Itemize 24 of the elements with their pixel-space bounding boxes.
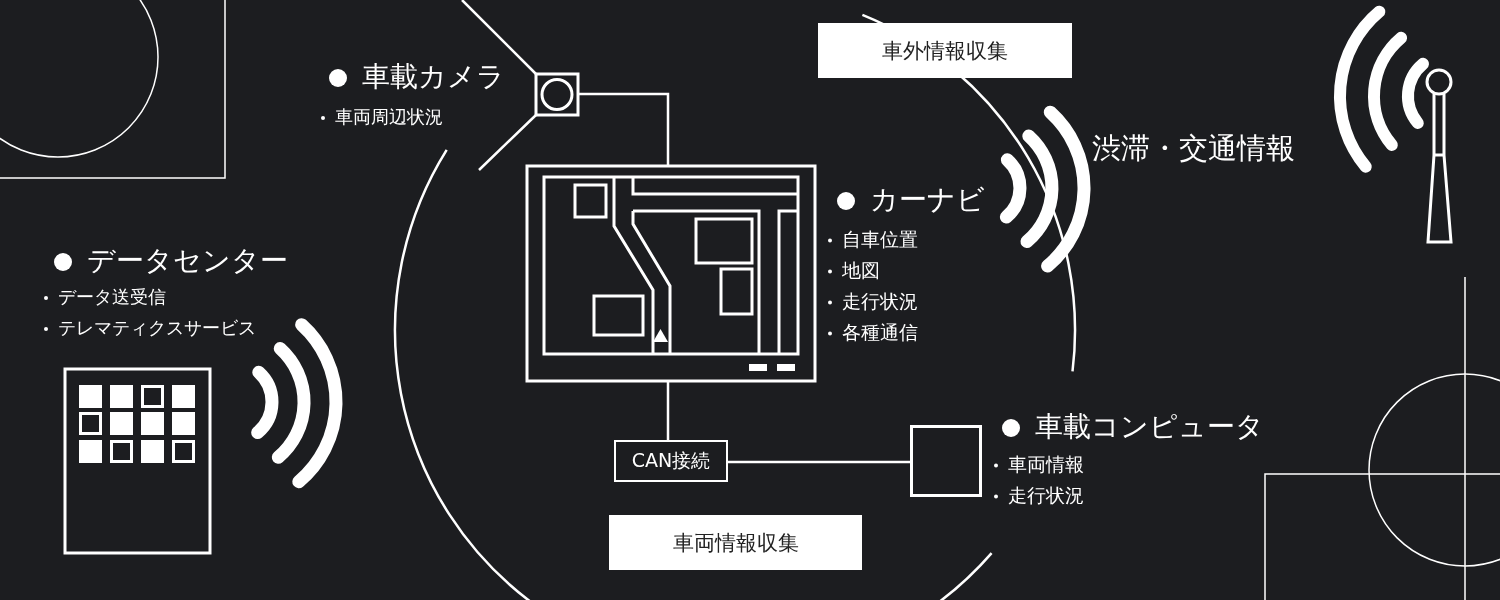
heading-text: 車載カメラ <box>362 63 505 91</box>
list-item-text: テレマティクスサービス <box>58 319 256 337</box>
navigation-screen-drawing <box>525 164 817 383</box>
camera-icon <box>534 72 580 117</box>
computer-box <box>910 425 982 497</box>
list-item-text: 走行状況 <box>1008 486 1084 505</box>
heading-text: 車載コンピュータ <box>1035 413 1264 441</box>
list-item-text: 走行状況 <box>842 292 918 311</box>
caption-text: 渋滞・交通情報 <box>1092 134 1295 163</box>
list-item-text: 車両情報 <box>1008 455 1084 474</box>
server-building-icon <box>63 367 211 555</box>
heading-text: カーナビ <box>870 186 985 214</box>
list-item-text: データ送受信 <box>58 288 166 306</box>
list-item-text: 各種通信 <box>842 323 918 342</box>
label-box: 車両情報収集 <box>609 515 862 570</box>
connector-line <box>578 92 670 166</box>
connection-box: CAN接続 <box>614 440 728 482</box>
heading-text: データセンター <box>87 247 288 275</box>
list-item-text: 自車位置 <box>842 230 918 249</box>
list-item-text: 地図 <box>842 261 880 280</box>
label-box: 車外情報収集 <box>818 23 1072 78</box>
connector-line <box>666 381 670 440</box>
list-item-text: 車両周辺状況 <box>335 108 443 126</box>
connector-line <box>727 460 911 464</box>
